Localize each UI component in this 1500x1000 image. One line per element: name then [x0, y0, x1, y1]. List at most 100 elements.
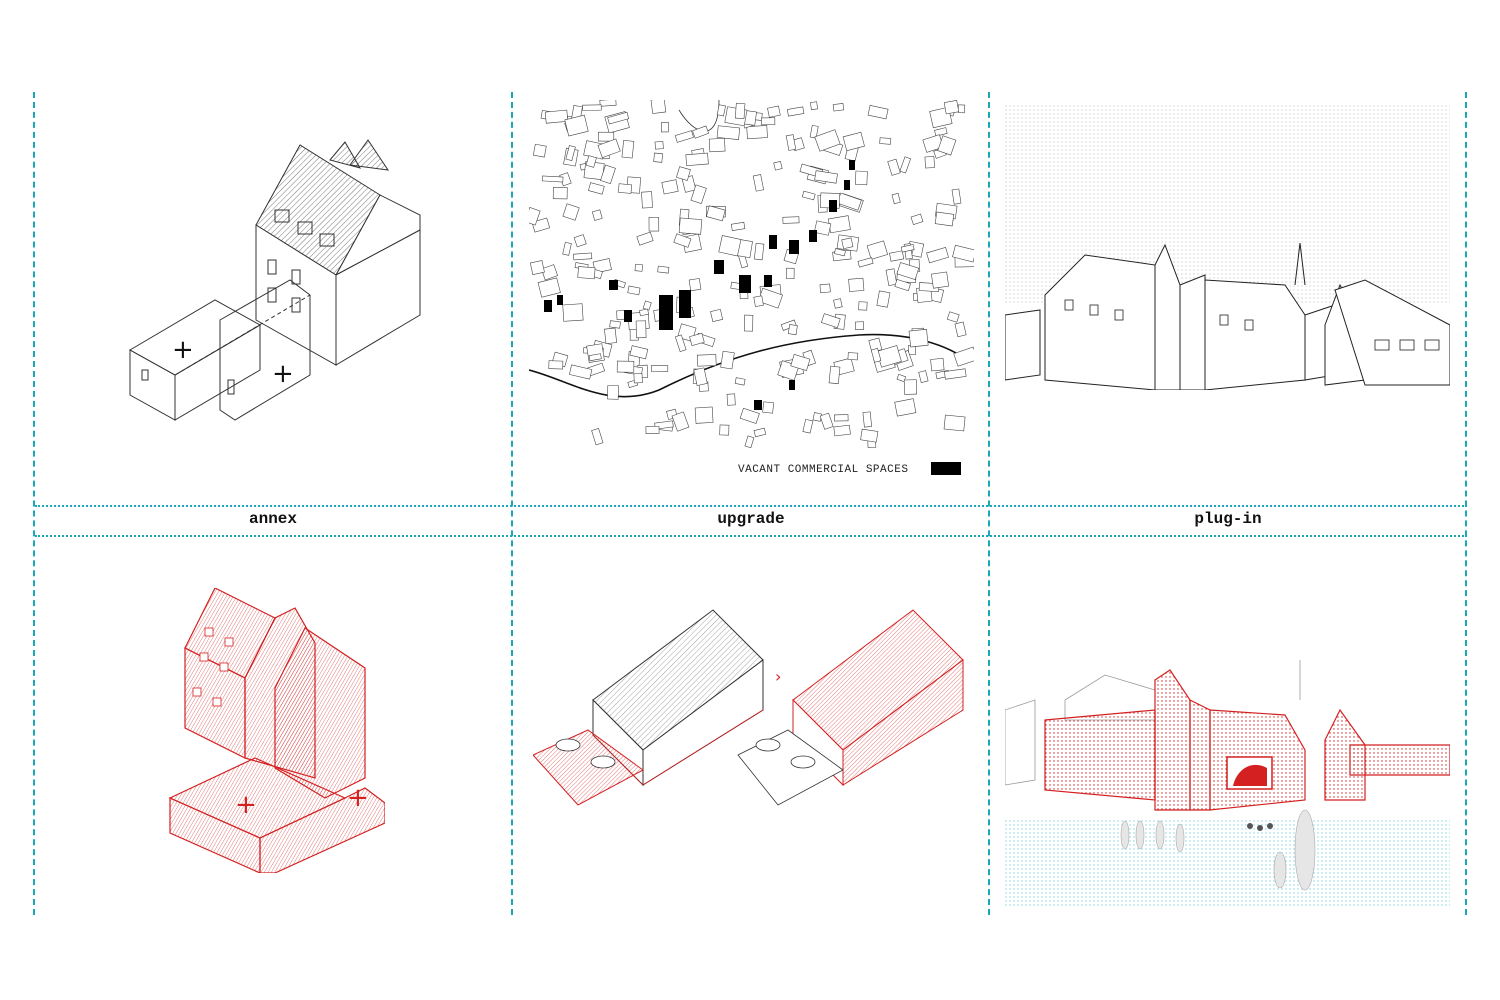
map-building-block [790, 354, 811, 371]
map-building-block [879, 137, 892, 145]
map-building-block [787, 324, 798, 336]
label-plug-in: plug-in [1194, 510, 1262, 528]
map-building-block [627, 285, 641, 296]
map-building-block [753, 427, 767, 438]
map-building-block [654, 141, 664, 150]
map-building-block [858, 301, 868, 311]
map-legend-label: VACANT COMMERCIAL SPACES [738, 464, 909, 476]
guide-line-left [33, 92, 35, 915]
map-building-block [900, 244, 915, 253]
map-building-block [694, 406, 714, 424]
map-building-block [887, 158, 901, 176]
map-building-block [786, 106, 805, 117]
map-building-block [532, 143, 547, 158]
map-building-block [860, 428, 879, 443]
map-building-block [734, 102, 746, 119]
svg-text:+: + [347, 783, 369, 813]
map-building-block [685, 152, 709, 166]
plug-in-perspective-proposal [1005, 660, 1450, 908]
map-building-block [599, 100, 617, 107]
map-building-block [753, 295, 764, 307]
map-building-block [598, 131, 615, 142]
map-building-block [862, 411, 872, 428]
map-building-block [621, 139, 635, 159]
map-building-block [827, 215, 851, 234]
map-building-block [934, 211, 955, 227]
guide-line-upper [35, 505, 1467, 507]
vacant-commercial-space [769, 235, 777, 249]
map-building-block [548, 360, 564, 370]
guide-line-lower [35, 535, 1467, 537]
map-building-block [810, 101, 819, 111]
map-building-block [591, 209, 603, 221]
annex-red-axonometric: + + [165, 588, 385, 873]
map-building-block [609, 320, 621, 329]
map-building-block [562, 241, 572, 256]
map-building-block [802, 418, 814, 434]
vacant-commercial-space [609, 280, 618, 290]
map-building-block [541, 264, 558, 281]
map-building-block [867, 105, 889, 120]
vacant-commercial-space [754, 400, 762, 410]
map-building-block [761, 117, 776, 126]
map-building-block [661, 179, 679, 195]
map-building-block [690, 184, 707, 204]
map-building-block [588, 353, 602, 362]
map-building-block [710, 308, 724, 322]
map-building-block [848, 277, 865, 292]
map-building-block [671, 411, 690, 432]
map-building-block [600, 164, 616, 185]
annex-axonometric-drawing: + + [120, 130, 450, 430]
map-building-block [564, 114, 589, 137]
map-building-block [734, 377, 746, 386]
map-building-block [943, 100, 960, 115]
map-building-block [885, 268, 898, 286]
map-building-block [641, 191, 653, 209]
map-building-block [650, 100, 667, 114]
map-building-block [785, 267, 795, 279]
map-building-block [688, 278, 702, 292]
map-building-block [616, 360, 635, 373]
vacant-commercial-space [557, 295, 563, 305]
map-building-block [607, 385, 619, 400]
vacant-commercial-space [844, 180, 850, 190]
map-building-block [821, 313, 841, 329]
map-building-block [657, 265, 670, 274]
map-building-block [562, 303, 584, 322]
map-building-block [693, 367, 708, 386]
svg-text:+: + [272, 359, 294, 389]
map-building-block [841, 237, 854, 250]
map-building-block [753, 242, 765, 261]
map-building-block [828, 365, 841, 385]
map-building-block [674, 334, 687, 353]
map-building-block [934, 127, 948, 137]
vacant-commercial-space [714, 260, 724, 274]
map-building-block [931, 271, 949, 289]
map-building-block [678, 217, 703, 235]
map-building-block [819, 412, 834, 430]
map-building-block [894, 398, 917, 417]
map-building-block [573, 252, 593, 261]
map-building-block [544, 109, 569, 124]
map-building-block [842, 131, 865, 152]
town-figure-ground-map [529, 100, 974, 460]
map-building-block [573, 234, 587, 248]
guide-line-right [1465, 92, 1467, 915]
map-building-block [661, 122, 669, 133]
map-building-block [529, 260, 545, 275]
map-building-block [801, 190, 816, 201]
map-building-block [730, 221, 746, 231]
map-legend-swatch [931, 462, 961, 475]
map-building-block [908, 328, 929, 348]
map-building-block [762, 401, 774, 414]
map-building-block [635, 320, 647, 339]
map-building-block [674, 130, 694, 143]
map-building-block [617, 183, 633, 194]
map-building-block [814, 170, 838, 184]
label-annex: annex [248, 510, 297, 528]
map-building-block [951, 188, 962, 205]
map-building-block [716, 125, 741, 140]
map-building-block [918, 370, 929, 383]
map-building-block [726, 393, 736, 406]
map-building-block [857, 257, 874, 268]
